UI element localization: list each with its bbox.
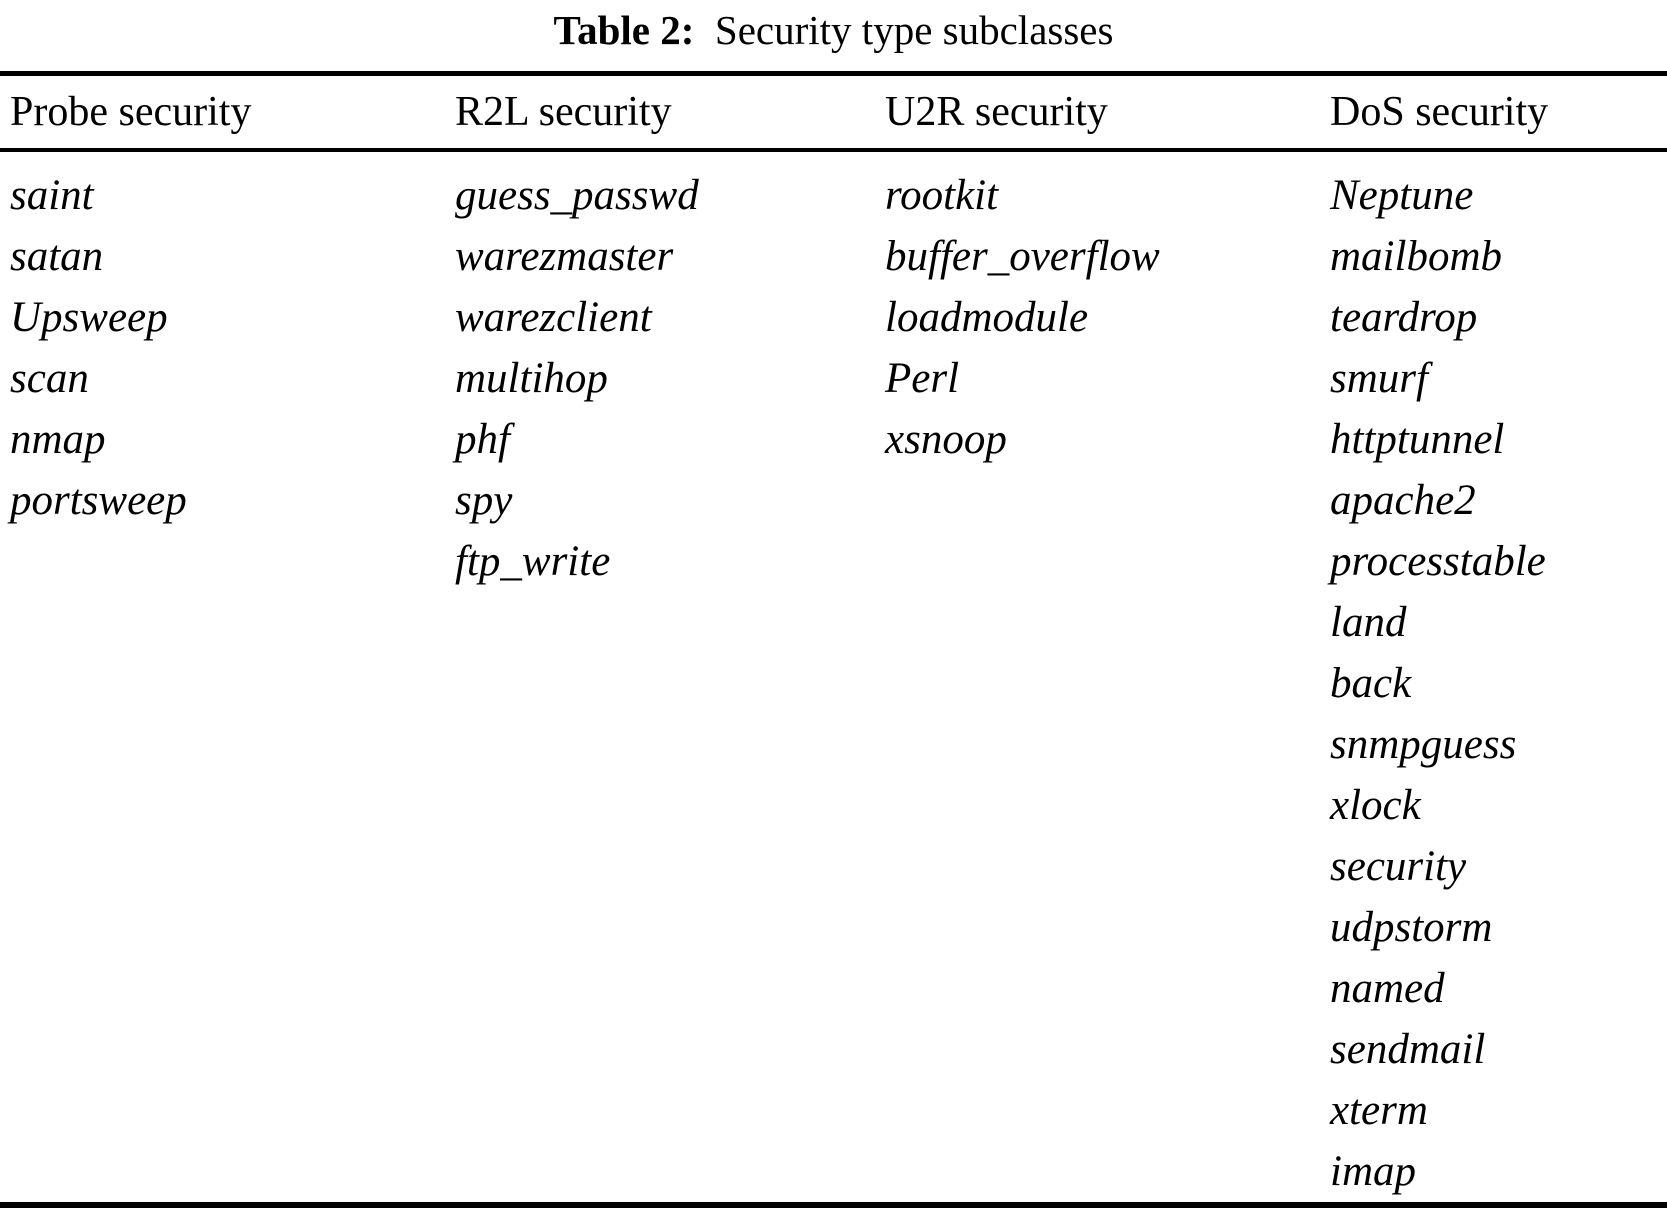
table-cell: xsnoop <box>885 416 1007 463</box>
column-header-probe-security: Probe security <box>10 89 252 135</box>
table-cell: processtable <box>1330 538 1546 585</box>
table-cell: land <box>1330 599 1407 646</box>
table-bottom-rule <box>0 1202 1667 1208</box>
table-cell: portsweep <box>10 477 187 524</box>
table-cell: httptunnel <box>1330 416 1505 463</box>
table-cell: snmpguess <box>1330 721 1517 768</box>
table-cell: udpstorm <box>1330 904 1493 951</box>
table-header-rule <box>0 148 1667 152</box>
table-cell: warezmaster <box>455 233 674 280</box>
table-caption: Table 2: Security type subclasses <box>0 0 1667 54</box>
table-cell: imap <box>1330 1148 1416 1195</box>
table-header-row: Probe security R2L security U2R security Do… <box>0 76 1667 148</box>
table-cell: buffer_overflow <box>885 233 1160 280</box>
table-cell: saint <box>10 172 94 219</box>
table-cell: security <box>1330 843 1467 890</box>
table-cell: nmap <box>10 416 106 463</box>
table-cell: smurf <box>1330 355 1428 402</box>
column-header-u2r-security: U2R security <box>885 89 1108 135</box>
table-cell: phf <box>455 416 510 463</box>
body-column-dos-security: Neptune mailbomb teardrop smurf httptunnel ap… <box>1330 152 1667 1202</box>
table-cell: Upsweep <box>10 294 168 341</box>
table-cell: mailbomb <box>1330 233 1502 280</box>
table-cell: guess_passwd <box>455 172 699 219</box>
table-cell: apache2 <box>1330 477 1476 524</box>
table-cell: back <box>1330 660 1412 707</box>
table-caption-text: Security type subclasses <box>714 7 1114 53</box>
table-top-rule <box>0 71 1667 76</box>
table-cell: warezclient <box>455 294 652 341</box>
column-header-dos-security: DoS security <box>1330 89 1549 135</box>
table-cell: named <box>1330 965 1445 1012</box>
table-cell: spy <box>455 477 513 524</box>
table-cell: xterm <box>1330 1087 1428 1134</box>
table-cell: ftp_write <box>455 538 611 585</box>
table-cell: satan <box>10 233 104 280</box>
table-caption-label: Table 2: <box>553 7 695 53</box>
column-header-r2l-security: R2L security <box>455 89 672 135</box>
table-cell: xlock <box>1330 782 1421 829</box>
body-column-r2l-security: guess_passwd warezmaster warezclient multih… <box>455 152 885 1202</box>
table-cell: multihop <box>455 355 608 402</box>
table-cell: rootkit <box>885 172 999 219</box>
table-cell: Perl <box>885 355 960 402</box>
table-cell: loadmodule <box>885 294 1089 341</box>
table-cell: teardrop <box>1330 294 1478 341</box>
table-cell: Neptune <box>1330 172 1474 219</box>
table-cell: sendmail <box>1330 1026 1486 1073</box>
table-cell: scan <box>10 355 89 402</box>
